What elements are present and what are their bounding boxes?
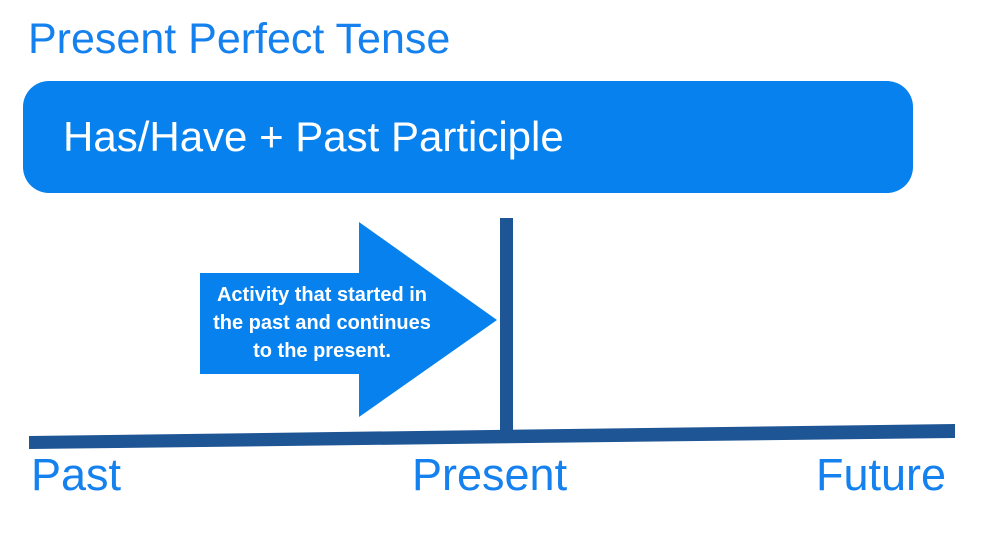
timeline-label-past: Past <box>31 449 122 500</box>
timeline-label-present: Present <box>412 449 568 500</box>
present-marker-line <box>500 218 513 441</box>
timeline-bar <box>29 424 955 449</box>
arrow-caption-line-2: the past and continues <box>213 312 431 334</box>
formula-text: Has/Have + Past Participle <box>63 113 564 160</box>
page-title: Present Perfect Tense <box>28 15 451 63</box>
arrow-caption-line-1: Activity that started in <box>216 284 428 306</box>
formula-box: Has/Have + Past Participle <box>23 81 913 193</box>
timeline-label-future: Future <box>816 449 947 500</box>
activity-arrow-shape <box>200 222 497 417</box>
arrow-caption-line-3: to the present. <box>253 340 391 362</box>
activity-arrow-caption: Activity that started in the past and co… <box>198 281 446 365</box>
